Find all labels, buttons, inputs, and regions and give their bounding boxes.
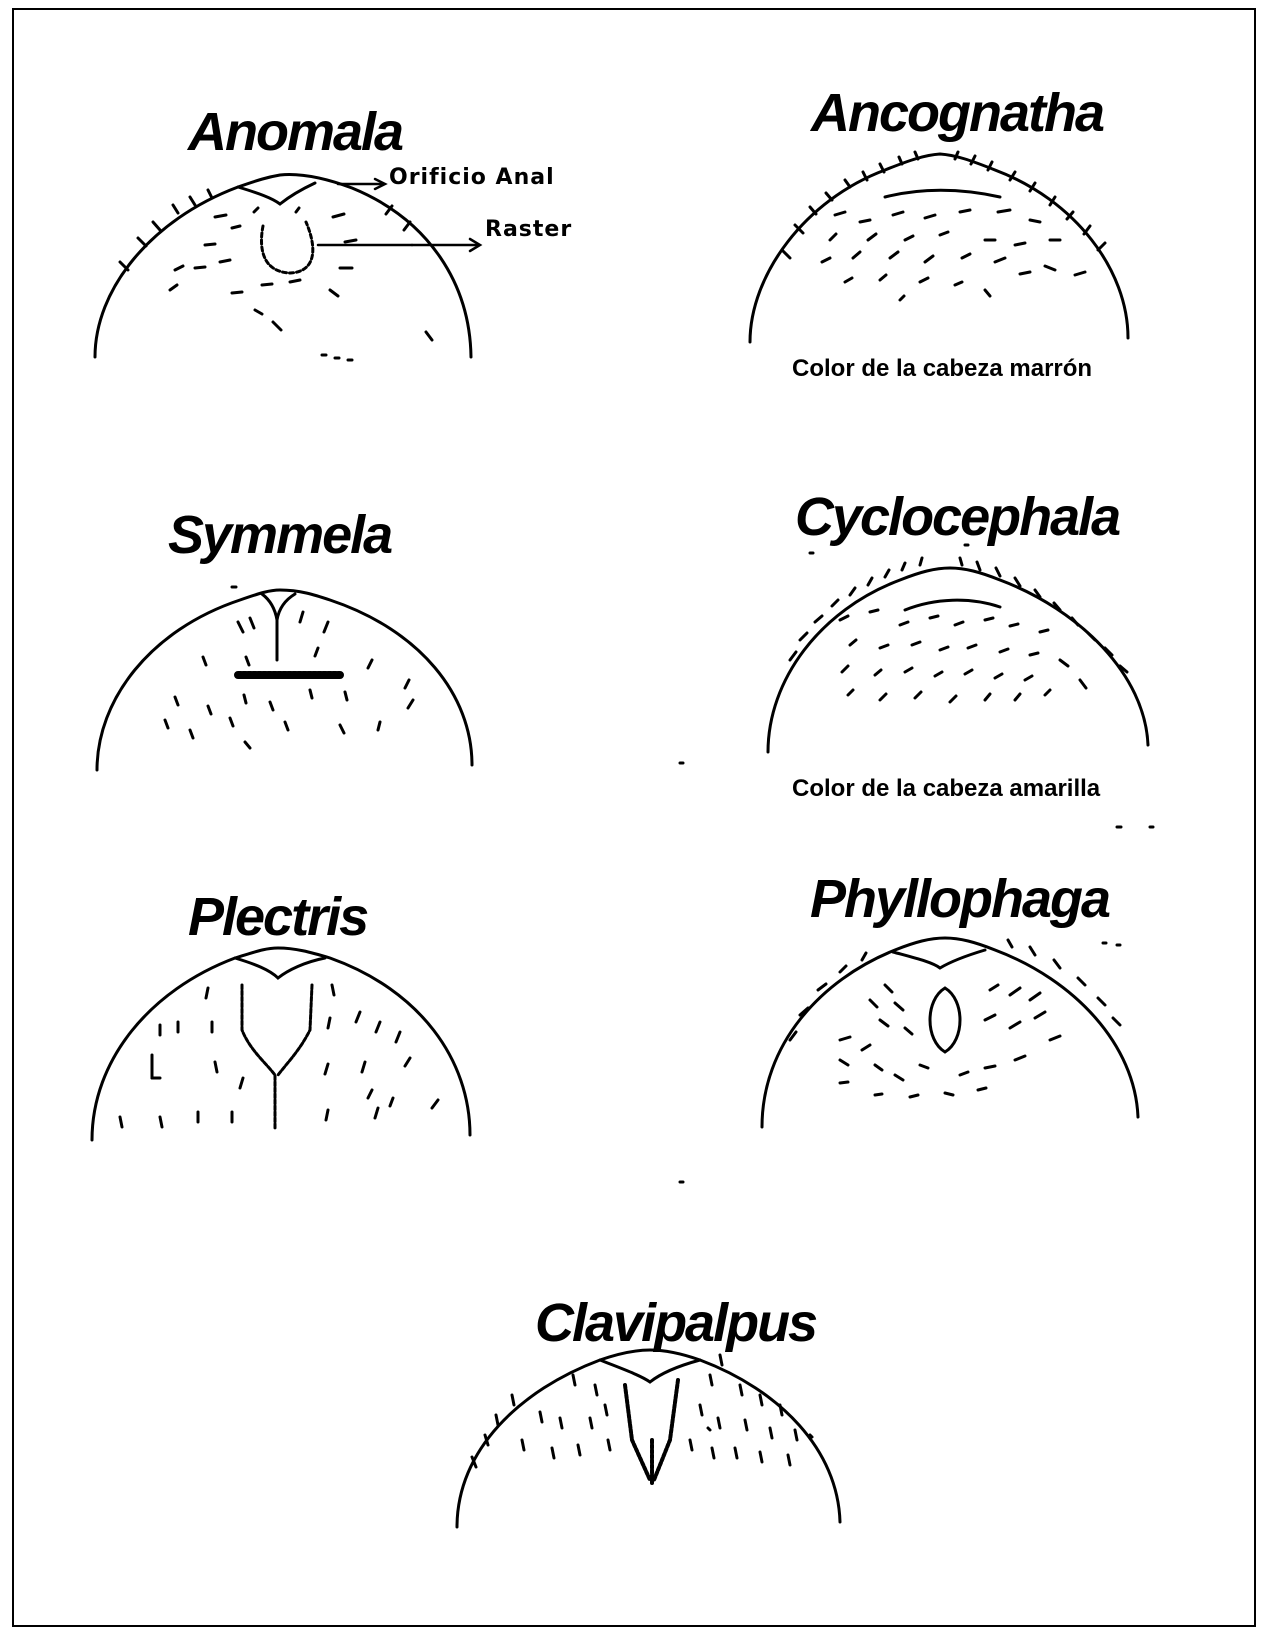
- clavipalpus-drawing: [0, 0, 1270, 1635]
